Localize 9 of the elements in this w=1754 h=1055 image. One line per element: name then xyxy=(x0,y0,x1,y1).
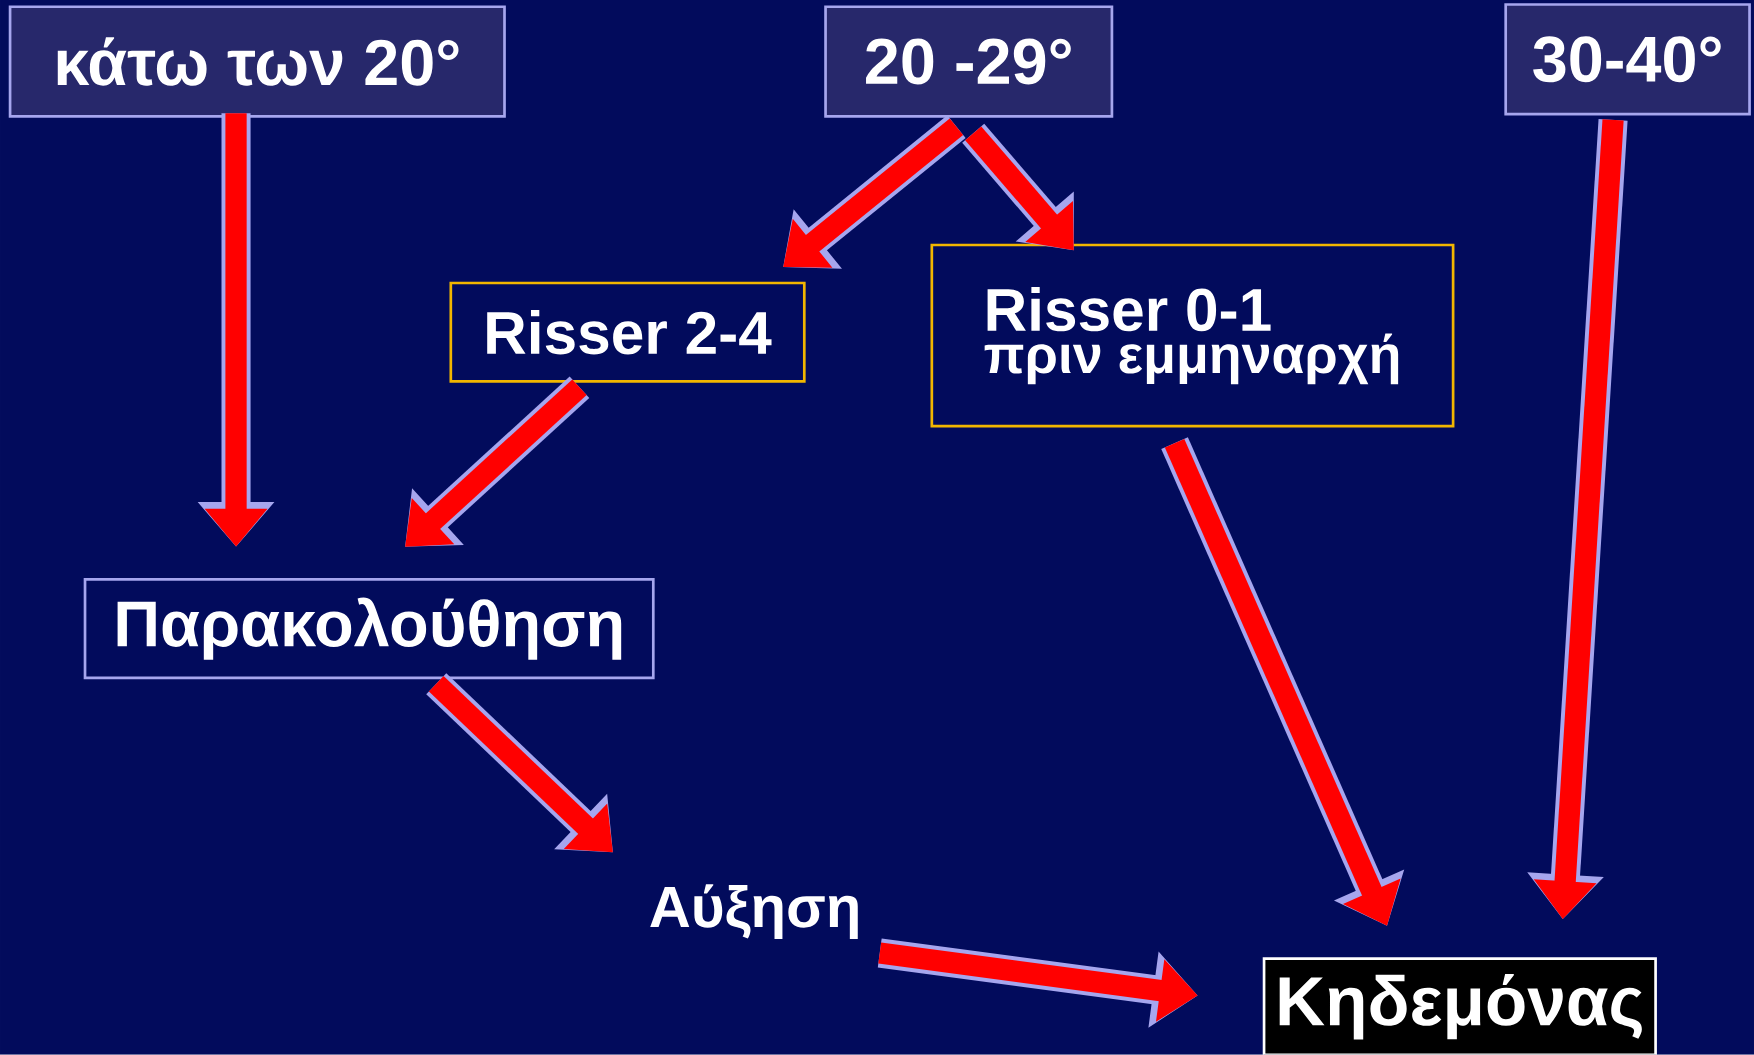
arrow xyxy=(405,376,590,547)
stage-box: Risser 2-4 xyxy=(449,281,806,383)
bare-label: Αύξηση xyxy=(650,884,858,940)
heading-box: κάτω των 20° xyxy=(8,5,506,118)
heading-box: 20 -29° xyxy=(824,5,1114,118)
process-box: Παρακολούθηση xyxy=(83,578,655,680)
stage-box: Risser 0-1 πριν εμμηναρχή xyxy=(930,243,1455,428)
heading-box: 30-40° xyxy=(1504,3,1751,116)
result-box: Κηδεμόνας xyxy=(1262,957,1657,1055)
